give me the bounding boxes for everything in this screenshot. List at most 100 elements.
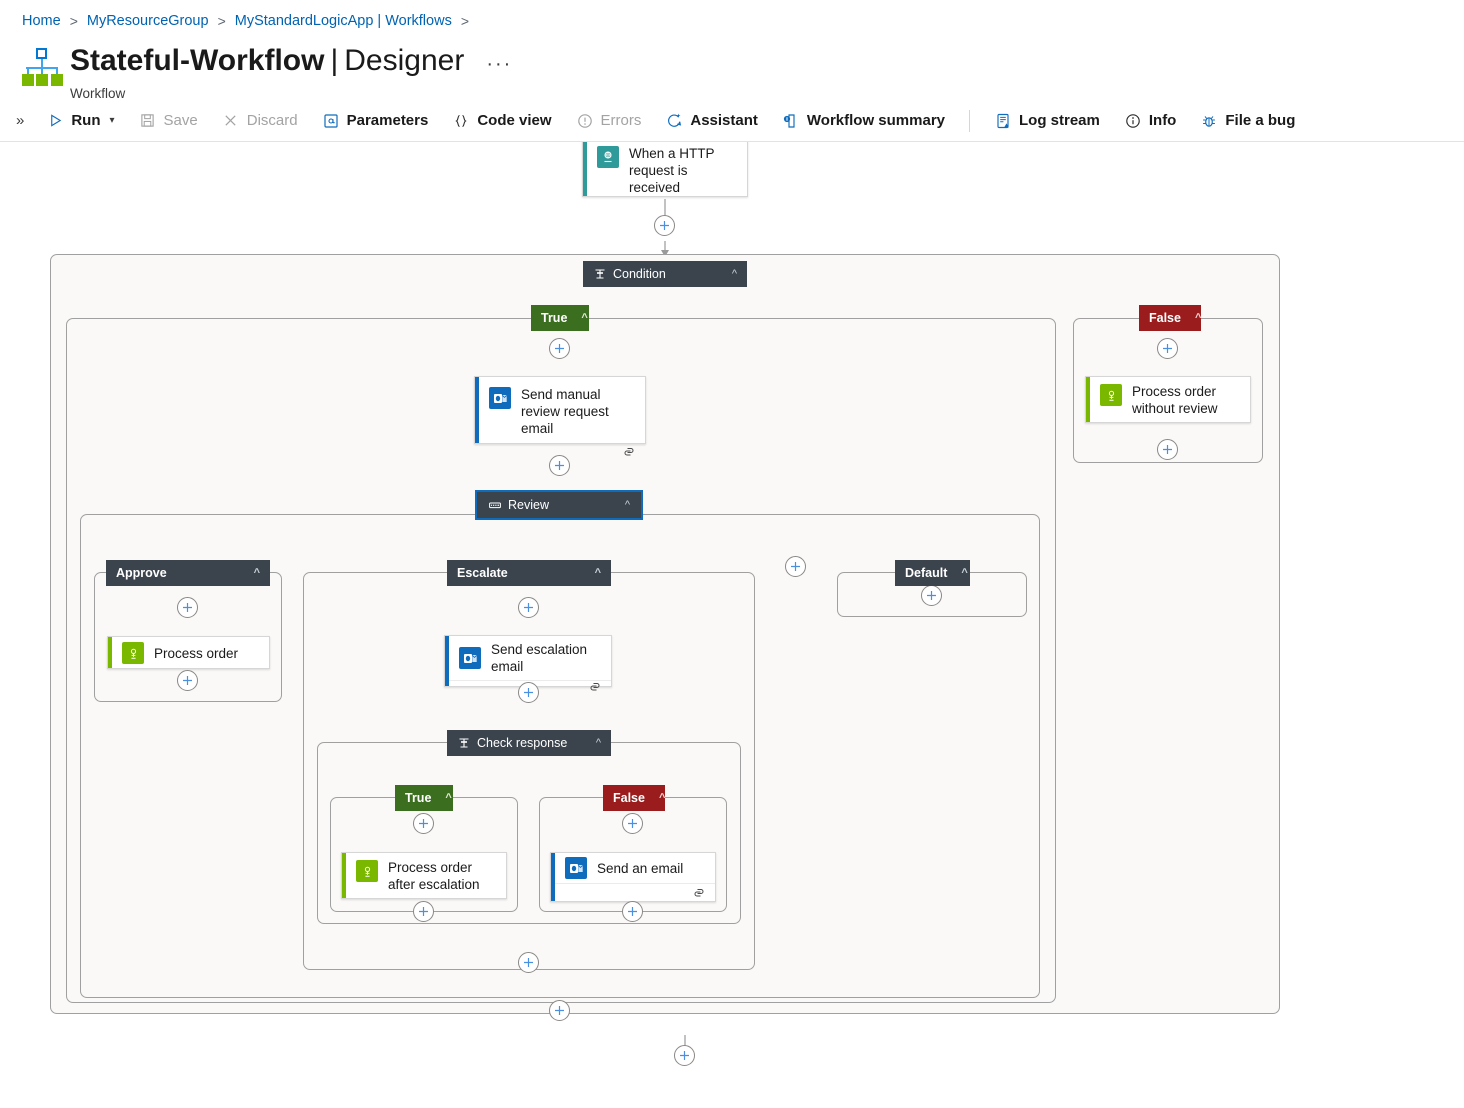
chevron-up-icon[interactable]: ^: [253, 567, 260, 579]
chevron-up-icon[interactable]: ^: [581, 312, 588, 324]
action-card-send-manual-review-request-email[interactable]: Send manual review request email: [474, 376, 646, 456]
action-label: Send escalation email: [491, 642, 588, 674]
condition-icon: [593, 268, 606, 281]
action-card-process-order[interactable]: Process order: [107, 636, 270, 669]
breadcrumb-separator: >: [217, 13, 226, 29]
action-card-process-order-after-escalation[interactable]: Process order after escalation: [341, 852, 507, 899]
page-title: Stateful-Workflow | Designer ···: [70, 42, 512, 83]
add-action-button[interactable]: [622, 813, 643, 834]
breadcrumb-separator: >: [460, 13, 470, 29]
branch-header-check-true[interactable]: True ^: [395, 785, 453, 811]
chevron-up-icon[interactable]: ^: [1194, 312, 1202, 324]
page-title-name: Stateful-Workflow: [70, 44, 325, 77]
more-options-icon[interactable]: ···: [486, 53, 513, 75]
info-button[interactable]: Info: [1114, 107, 1187, 135]
errors-label: Errors: [600, 112, 642, 129]
add-action-button[interactable]: [549, 338, 570, 359]
run-button[interactable]: Run ▾: [36, 107, 124, 135]
switch-node-review[interactable]: Review ^: [475, 490, 643, 520]
check-response-label: Check response: [477, 736, 568, 750]
toolbar-overflow-chevron-icon[interactable]: »: [16, 112, 25, 129]
chevron-down-icon[interactable]: ▾: [109, 115, 115, 126]
discard-button[interactable]: Discard: [212, 107, 308, 135]
add-action-button[interactable]: [674, 1045, 695, 1066]
case-approve-label: Approve: [116, 566, 167, 580]
chevron-up-icon[interactable]: ^: [445, 792, 452, 804]
file-a-bug-button[interactable]: File a bug: [1190, 107, 1305, 135]
command-bar: » Run ▾ Save Discard Parameters Code vie…: [0, 100, 1464, 142]
add-action-button[interactable]: [549, 455, 570, 476]
errors-button[interactable]: Errors: [566, 107, 652, 135]
case-header-approve[interactable]: Approve ^: [106, 560, 270, 586]
card-accent-bar: [108, 637, 112, 668]
sparkle-chat-icon: [665, 112, 683, 130]
parameters-button[interactable]: Parameters: [312, 107, 439, 135]
save-button[interactable]: Save: [129, 107, 208, 135]
branch-header-false[interactable]: False ^: [1139, 305, 1201, 331]
case-header-default[interactable]: Default ^: [895, 560, 970, 586]
action-card-process-order-without-review[interactable]: Process order without review: [1085, 376, 1251, 423]
breadcrumb-separator: >: [69, 13, 78, 29]
add-action-button[interactable]: [518, 952, 539, 973]
add-action-button[interactable]: [518, 597, 539, 618]
curly-braces-icon: [452, 112, 470, 130]
card-footer: [475, 445, 645, 457]
add-action-button[interactable]: [921, 585, 942, 606]
condition-node-check-response[interactable]: Check response ^: [447, 730, 611, 756]
assistant-button[interactable]: Assistant: [655, 107, 768, 135]
case-escalate-label: Escalate: [457, 566, 508, 580]
add-case-button[interactable]: [785, 556, 806, 577]
workflow-designer-canvas[interactable]: When a HTTP request is received Conditio…: [0, 142, 1464, 1092]
breadcrumb-item-resource-group[interactable]: MyResourceGroup: [86, 13, 209, 29]
connection-link-icon: [589, 681, 602, 692]
code-view-label: Code view: [477, 112, 552, 129]
parameters-label: Parameters: [346, 112, 429, 129]
add-action-button[interactable]: [177, 597, 198, 618]
warning-circle-icon: [576, 112, 594, 130]
trigger-card-http-request[interactable]: When a HTTP request is received: [582, 142, 748, 197]
branch-true-label: True: [541, 311, 568, 325]
action-label: Process order after escalation: [388, 860, 480, 892]
page-header: Stateful-Workflow | Designer ··· Workflo…: [0, 32, 1464, 101]
add-action-button[interactable]: [622, 901, 643, 922]
workflow-summary-label: Workflow summary: [806, 112, 945, 129]
chevron-up-icon[interactable]: ^: [624, 499, 630, 511]
connection-link-icon: [623, 446, 636, 457]
card-accent-bar: [342, 853, 346, 898]
add-action-button[interactable]: [549, 1000, 570, 1021]
chevron-up-icon[interactable]: ^: [595, 737, 601, 749]
card-accent-bar: [551, 853, 555, 901]
switch-icon: [488, 499, 501, 512]
action-card-send-escalation-email[interactable]: Send escalation email: [444, 635, 612, 691]
action-card-send-an-email[interactable]: Send an email: [550, 852, 716, 902]
info-circle-icon: [1124, 112, 1142, 130]
add-action-button[interactable]: [1157, 338, 1178, 359]
action-label: Process order without review: [1132, 384, 1218, 416]
action-label: Send manual review request email: [521, 387, 609, 436]
document-summary-icon: [782, 112, 800, 130]
chevron-up-icon[interactable]: ^: [731, 268, 737, 280]
save-disk-icon: [139, 112, 157, 130]
branch-header-true[interactable]: True ^: [531, 305, 589, 331]
case-header-escalate[interactable]: Escalate ^: [447, 560, 611, 586]
branch-header-check-false[interactable]: False ^: [603, 785, 665, 811]
breadcrumb-item-logic-app-workflows[interactable]: MyStandardLogicApp | Workflows: [234, 13, 452, 29]
add-action-button[interactable]: [518, 682, 539, 703]
workflow-summary-button[interactable]: Workflow summary: [772, 107, 955, 135]
condition-node[interactable]: Condition ^: [583, 261, 747, 287]
save-label: Save: [163, 112, 198, 129]
add-action-button[interactable]: [413, 813, 434, 834]
chevron-up-icon[interactable]: ^: [961, 567, 968, 579]
log-stream-button[interactable]: Log stream: [984, 107, 1110, 135]
breadcrumb-item-home[interactable]: Home: [22, 13, 61, 29]
page-title-separator: |: [330, 44, 339, 77]
add-action-button[interactable]: [413, 901, 434, 922]
add-action-button[interactable]: [1157, 439, 1178, 460]
add-action-button[interactable]: [654, 215, 675, 236]
code-view-button[interactable]: Code view: [442, 107, 561, 135]
action-label: Process order: [154, 645, 239, 661]
page-subtitle: Workflow: [70, 86, 126, 101]
add-action-button[interactable]: [177, 670, 198, 691]
chevron-up-icon[interactable]: ^: [594, 567, 601, 579]
chevron-up-icon[interactable]: ^: [658, 792, 666, 804]
